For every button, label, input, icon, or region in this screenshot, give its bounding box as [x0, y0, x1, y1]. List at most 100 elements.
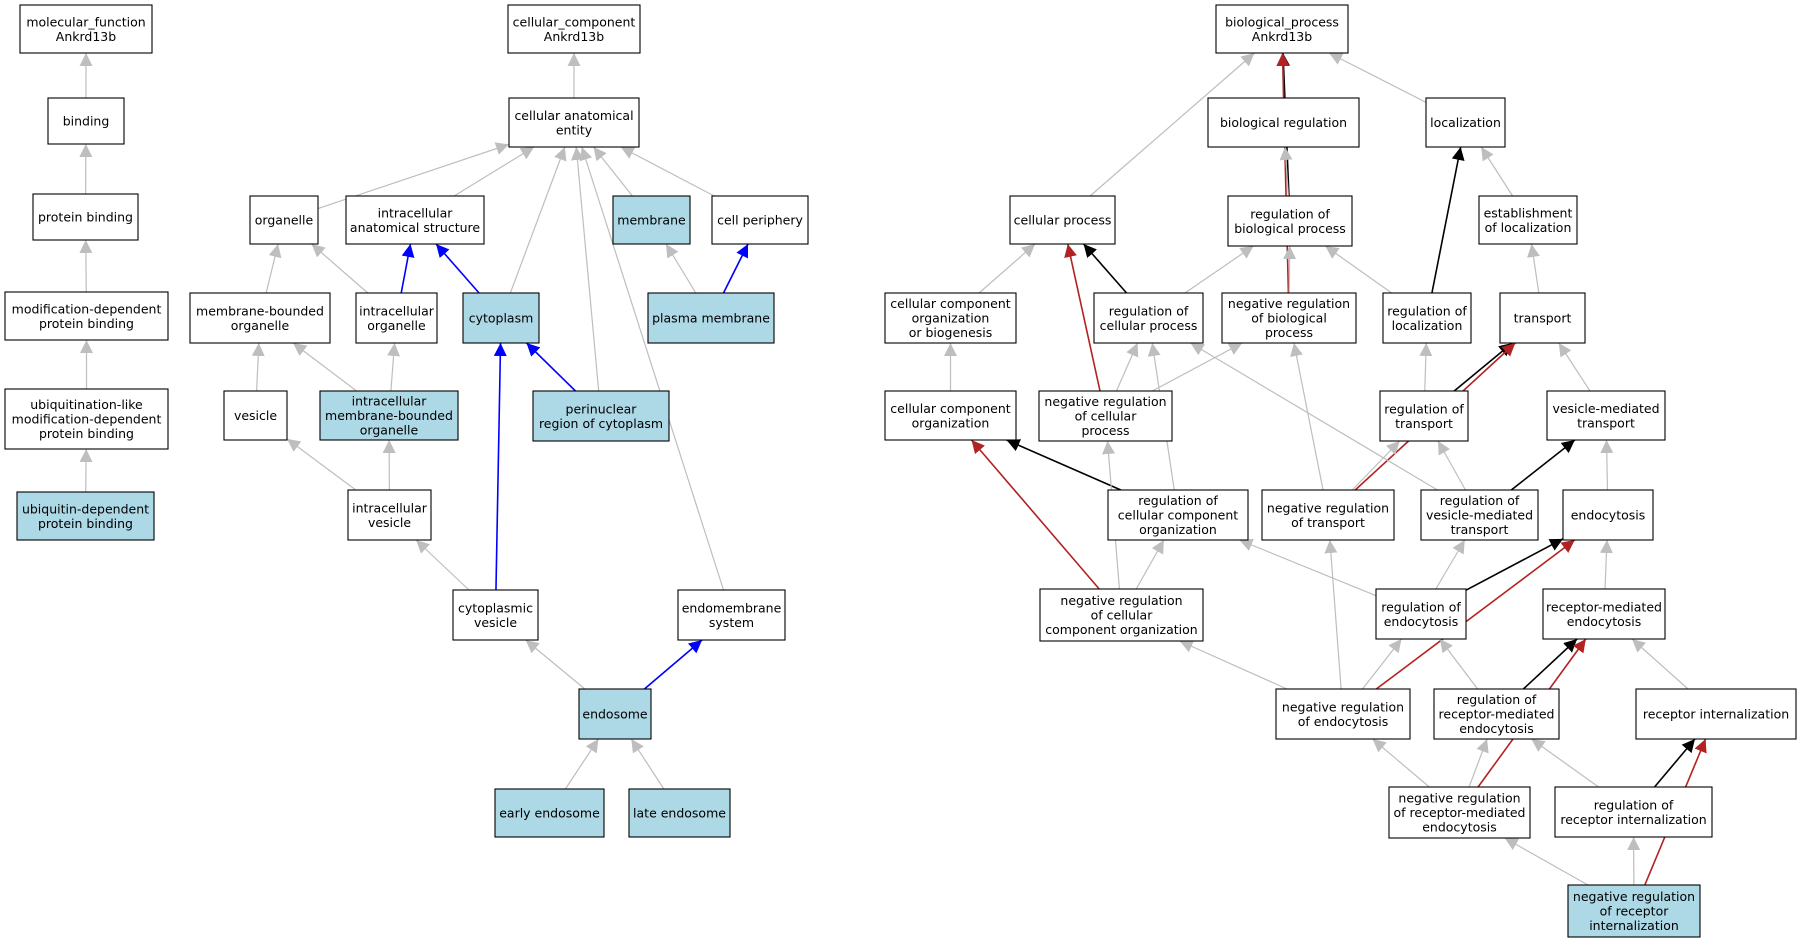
node-box — [355, 292, 438, 344]
edge-neg_reg_rme-to-neg_reg_endo — [1372, 738, 1430, 788]
node-label-line: organization — [912, 415, 990, 430]
node-transport[interactable]: transport — [1499, 292, 1586, 344]
node-binding[interactable]: binding — [47, 97, 125, 145]
node-label-line: intracellular — [378, 205, 454, 220]
node-box — [319, 390, 459, 441]
edge-neg_reg_rme-to-reg_rme — [1468, 738, 1489, 788]
node-box — [508, 97, 640, 148]
node-box — [1039, 588, 1204, 642]
node-box — [1207, 97, 1360, 148]
node-bio-reg[interactable]: biological regulation — [1207, 97, 1360, 148]
edge-cell_proc-to-bp_root — [1089, 52, 1255, 197]
node-reg-rme[interactable]: regulation ofreceptor-mediatedendocytosi… — [1433, 688, 1560, 740]
node-label-line: transport — [1451, 522, 1509, 537]
node-vesicle[interactable]: vesicle — [223, 390, 288, 441]
node-cell-periphery[interactable]: cell periphery — [711, 195, 809, 245]
node-protein-binding[interactable]: protein binding — [32, 193, 139, 241]
node-label-line: organelle — [367, 318, 426, 333]
edge-reg_endo-to-reg_vmt — [1435, 539, 1466, 590]
node-late-endosome[interactable]: late endosome — [628, 788, 731, 838]
node-box — [612, 195, 691, 245]
edge-reg_vmt-to-reg_transport — [1437, 440, 1467, 491]
edge-reg_transport-to-transport — [1453, 342, 1513, 392]
node-cell-proc[interactable]: cellular process — [1009, 195, 1116, 245]
node-label-line: regulation of — [1381, 599, 1461, 614]
node-label-line: organization — [912, 311, 990, 326]
node-label-line: organelle — [231, 318, 290, 333]
edge-endocytosis-to-vmt — [1600, 439, 1614, 491]
edge-reg_loc-to-localization — [1431, 146, 1465, 294]
node-ubl-mod-dep-binding[interactable]: ubiquitination-likemodification-dependen… — [4, 388, 169, 450]
node-label-line: endomembrane — [682, 600, 782, 615]
edge-neg_reg_cco-to-reg_cco — [1135, 539, 1165, 590]
node-label-line: cellular_component — [513, 14, 636, 29]
edge-neg_reg_cp-to-neg_reg_bp — [1152, 342, 1243, 392]
node-label-line: negative regulation — [1573, 889, 1695, 904]
node-endosome[interactable]: endosome — [578, 688, 652, 740]
node-box — [1388, 786, 1531, 839]
node-localization[interactable]: localization — [1425, 97, 1506, 148]
node-box — [4, 388, 169, 450]
node-cytoplasm[interactable]: cytoplasm — [462, 292, 540, 344]
node-endocytosis[interactable]: endocytosis — [1562, 489, 1654, 541]
node-label-line: system — [709, 615, 754, 630]
node-membrane[interactable]: membrane — [612, 195, 691, 245]
edge-reg_endo-to-reg_cco — [1239, 538, 1377, 597]
node-box — [32, 193, 139, 241]
node-label-line: Ankrd13b — [56, 29, 116, 44]
node-organelle[interactable]: organelle — [249, 195, 319, 245]
node-rec-int[interactable]: receptor internalization — [1635, 688, 1797, 740]
edge-vmt-to-transport — [1558, 342, 1591, 392]
node-label-line: regulation of — [1387, 303, 1467, 318]
node-box — [1562, 489, 1654, 541]
node-label-line: negative regulation — [1044, 394, 1166, 409]
edge-reg_loc-to-reg_bp — [1324, 245, 1393, 294]
node-label-line: of transport — [1291, 515, 1365, 530]
node-box — [1009, 195, 1116, 245]
node-plasma-membrane[interactable]: plasma membrane — [647, 292, 775, 344]
node-label-line: organelle — [360, 423, 419, 438]
node-box — [1093, 292, 1204, 344]
node-label-line: intracellular — [352, 500, 428, 515]
node-box — [16, 491, 155, 541]
node-label-line: regulation of — [1594, 797, 1674, 812]
node-label-line: transport — [1577, 415, 1635, 430]
node-early-endosome[interactable]: early endosome — [494, 788, 605, 838]
node-box — [1107, 489, 1249, 541]
node-box — [507, 4, 641, 54]
